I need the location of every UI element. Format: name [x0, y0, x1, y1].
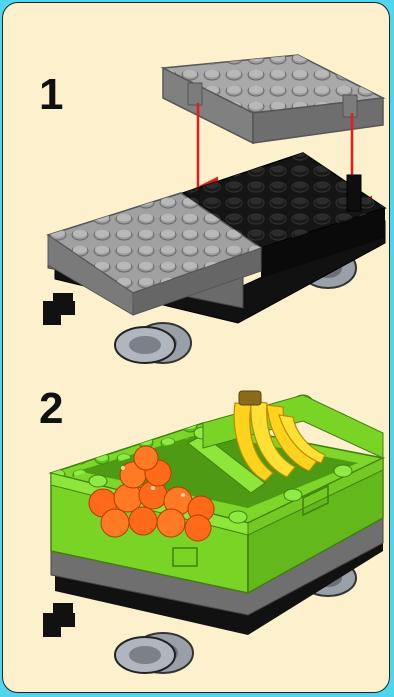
wagon-step-2: [43, 395, 383, 673]
instruction-panel: 1 2: [2, 2, 390, 693]
wagon-base-step-1: [43, 153, 385, 363]
gray-plate-top: [163, 55, 383, 143]
step-1-illustration: [3, 3, 390, 693]
